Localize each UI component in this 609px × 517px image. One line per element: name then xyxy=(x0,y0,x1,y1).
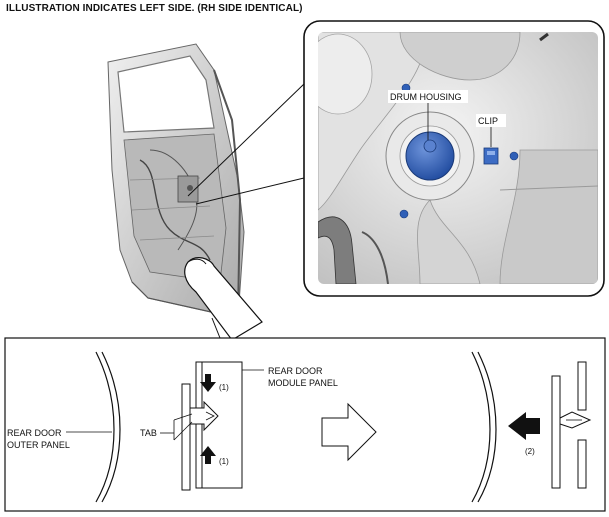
clip-part xyxy=(483,147,499,165)
hand-illustration xyxy=(184,257,263,341)
module-panel-label-line2: MODULE PANEL xyxy=(268,378,338,388)
header-note: ILLUSTRATION INDICATES LEFT SIDE. (RH SI… xyxy=(6,3,303,14)
module-panel-label-line1: REAR DOOR xyxy=(268,366,323,376)
step1-top-label: (1) xyxy=(219,383,229,392)
outer-panel-label-line1: REAR DOOR xyxy=(7,428,62,438)
procedure-box: REAR DOOR OUTER PANEL (1) (1) TAB REAR D… xyxy=(4,337,606,512)
drum-housing xyxy=(405,131,455,181)
step2-label: (2) xyxy=(525,447,535,456)
tab-label: TAB xyxy=(140,428,157,438)
rear-door-illustration xyxy=(107,43,245,319)
detail-leader-lines xyxy=(187,83,305,339)
outer-panel-curve-left xyxy=(95,351,115,503)
drum-housing-label: DRUM HOUSING xyxy=(390,92,462,102)
clip-label: CLIP xyxy=(478,116,498,126)
detail-inset: DRUM HOUSING CLIP xyxy=(303,20,605,297)
pull-arrow xyxy=(508,412,540,440)
next-step-arrow xyxy=(321,402,377,462)
outer-panel-label-line2: OUTER PANEL xyxy=(7,440,70,450)
step1-bottom-label: (1) xyxy=(219,457,229,466)
